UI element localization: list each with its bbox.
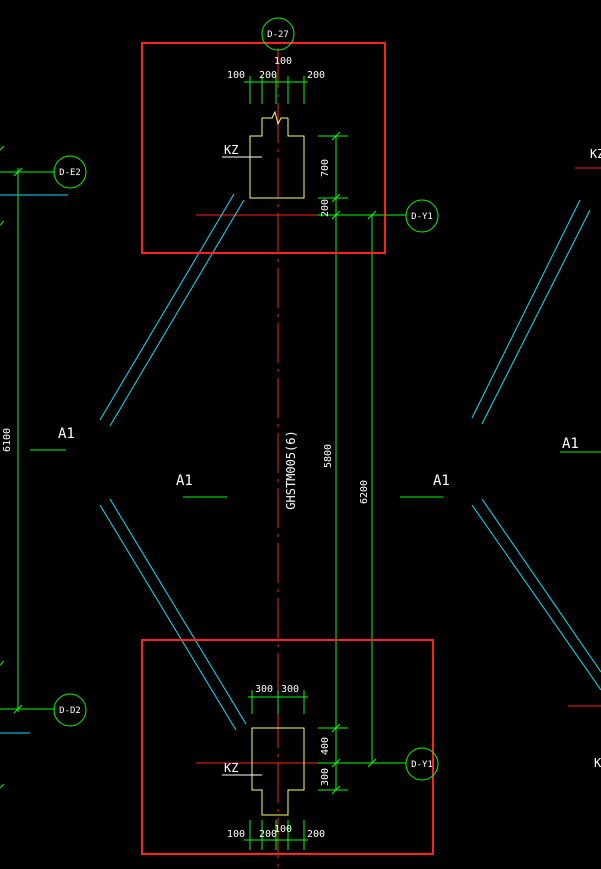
a1-label-left: A1	[58, 426, 75, 442]
bottom-top-dim-1: 300	[255, 684, 273, 695]
bottom-top-dim-2: 300	[281, 684, 299, 695]
diagonal-beams	[0, 193, 601, 734]
a1-label-right: A1	[562, 436, 579, 452]
top-dim-1: 100	[227, 70, 245, 81]
left-dim-label: 6100	[2, 428, 13, 452]
axis-bubble-lower-left: D-D2	[53, 693, 87, 727]
bottom-column-outline	[251, 727, 305, 816]
beam-tag: GHSTM005(6)	[284, 430, 298, 509]
bottom-bottom-dim-2: 200	[259, 829, 277, 840]
axis-bubble-top: D-27	[261, 17, 295, 51]
axis-bubble-upper-right: D-Y1	[385, 199, 439, 233]
right-dim-label: 6200	[359, 480, 370, 504]
top-side-dim-2: 200	[320, 199, 331, 217]
axis-bubble-upper-right-label: D-Y1	[411, 212, 433, 222]
top-dim-3: 100	[274, 56, 292, 67]
axis-bubble-lower-left-label: D-D2	[59, 706, 81, 716]
top-dim-4: 200	[307, 70, 325, 81]
top-column-outline	[249, 118, 305, 199]
axis-bubble-upper-left: D-E2	[53, 155, 87, 189]
kz-label-right-top: KZ	[590, 147, 601, 161]
axis-bubble-lower-right: D-Y1	[385, 747, 439, 781]
dimension-ticks	[13, 131, 377, 795]
axis-bubble-upper-left-label: D-E2	[59, 168, 81, 178]
dimension-lines	[0, 76, 601, 850]
top-highlight-frame	[141, 42, 386, 254]
bottom-column-label: KZ	[224, 761, 238, 775]
bottom-highlight-frame	[141, 639, 434, 855]
bottom-side-dim-1: 400	[320, 737, 331, 755]
axis-bubble-top-label: D-27	[267, 30, 289, 40]
top-dim-2: 200	[259, 70, 277, 81]
bottom-bottom-dim-1: 100	[227, 829, 245, 840]
bottom-side-dim-2: 300	[320, 768, 331, 786]
top-side-dim-1: 700	[320, 159, 331, 177]
axis-bubble-lower-right-label: D-Y1	[411, 760, 433, 770]
a1-label-center-right: A1	[433, 473, 450, 489]
kz-label-right-bottom: K	[594, 756, 601, 770]
bottom-bottom-dim-3: 100	[274, 824, 292, 835]
top-column-label: KZ	[224, 143, 238, 157]
a1-label-center-left: A1	[176, 473, 193, 489]
center-dim-label: 5800	[323, 444, 334, 468]
bottom-bottom-dim-4: 200	[307, 829, 325, 840]
top-column-break	[262, 110, 288, 126]
